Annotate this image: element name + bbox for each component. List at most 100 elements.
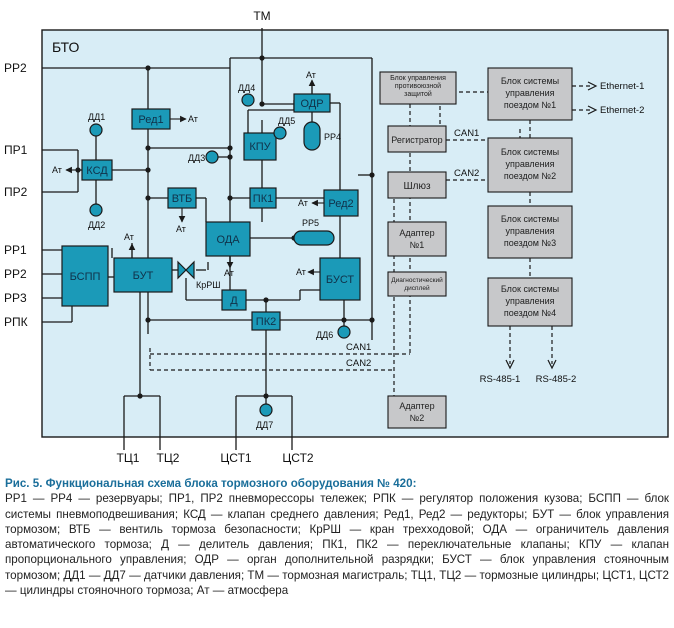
- train-block-4: [487, 277, 573, 327]
- rr2-label: РР2: [4, 267, 27, 281]
- d-block: [221, 289, 247, 311]
- train-block-2-l2: управления: [505, 159, 554, 169]
- pk2-block: [251, 311, 281, 331]
- adapter2-label-1: Адаптер: [399, 401, 434, 411]
- krsh-label: КрРШ: [196, 280, 221, 290]
- caption-title: Рис. 5. Функциональная схема блока тормо…: [5, 477, 417, 490]
- krsh-valve-icon: [177, 260, 195, 280]
- d-label: Д: [230, 295, 238, 307]
- atm-label-ksd: Ат: [52, 165, 62, 175]
- rr4-label: РР4: [324, 132, 341, 142]
- registrator-box: [387, 125, 447, 153]
- bust-label: БУСТ: [326, 274, 355, 286]
- adapter1-box: [387, 221, 447, 257]
- atm-arrows: [65, 79, 324, 276]
- odr-label: ОДР: [300, 98, 323, 110]
- small-labels: ДД1 ДД2 ДД3 ДД4 ДД5 ДД6 ДД7 РР4 РР5 Ат А…: [52, 70, 341, 430]
- diag-display-box: [387, 271, 447, 297]
- vtb-label: ВТБ: [172, 193, 193, 205]
- shlyuz-box: [387, 171, 447, 199]
- adapter2-box: [387, 395, 447, 429]
- train-block-3-l1: Блок системы: [501, 214, 559, 224]
- kpu-block: [243, 132, 277, 161]
- train-block-4-l2: управления: [505, 296, 554, 306]
- bspp-block: [61, 245, 109, 307]
- dd1-sensor: [89, 123, 103, 137]
- dd6-label: ДД6: [316, 330, 333, 340]
- oda-label: ОДА: [216, 234, 240, 246]
- train-block-2-l3: поездом №2: [504, 171, 556, 181]
- rs485-1-label: RS-485-1: [480, 374, 521, 385]
- can1-label-bottom: CAN1: [346, 342, 371, 353]
- dd3-label: ДД3: [188, 153, 205, 163]
- rr5-label: РР5: [302, 218, 319, 228]
- dd5-label: ДД5: [278, 116, 295, 126]
- adapter2-label-2: №2: [410, 413, 425, 423]
- pk2-label: ПК2: [256, 316, 276, 328]
- can2-label-right: CAN2: [454, 168, 479, 179]
- atm-label-vtb: Ат: [176, 224, 186, 234]
- red2-block: [323, 189, 359, 217]
- train-block-4-l3: поездом №4: [504, 308, 556, 318]
- brake-unit-diagram: БТО: [4, 9, 669, 465]
- dd4-sensor: [241, 93, 255, 107]
- bto-label: БТО: [52, 39, 79, 55]
- train-block-2-l1: Блок системы: [501, 147, 559, 157]
- rr2-top-label: РР2: [4, 61, 27, 75]
- kpu-label: КПУ: [249, 141, 271, 153]
- block-labels: КСД БСПП БУТ Ред1 ВТБ ПК1 КПУ ОДР ОДА Д …: [70, 98, 355, 328]
- red1-label: Ред1: [138, 114, 163, 126]
- pk1-label: ПК1: [253, 193, 273, 205]
- dd2-sensor: [89, 203, 103, 217]
- pr2-label: ПР2: [4, 185, 28, 199]
- teal-blocks: [61, 93, 361, 417]
- eth1-label: Ethernet-1: [600, 81, 644, 92]
- atm-label-bust: Ат: [296, 267, 306, 277]
- bus-labels: CAN1 CAN2 CAN1 CAN2 Ethernet-1 Ethernet-…: [346, 81, 644, 385]
- ksd-block: [81, 159, 113, 181]
- train-block-3-l2: управления: [505, 226, 554, 236]
- train-block-3: [487, 205, 573, 259]
- rr4-reservoir: [303, 121, 321, 151]
- can2-label-bottom: CAN2: [346, 358, 371, 369]
- train-block-1-l1: Блок системы: [501, 76, 559, 86]
- bupz-box: [379, 71, 457, 105]
- pk1-block: [249, 187, 277, 209]
- train-control-blocks: Блок системы управления поездом №1 Блок …: [487, 67, 573, 327]
- train-block-4-l1: Блок системы: [501, 284, 559, 294]
- dd7-sensor: [259, 403, 273, 417]
- dd4-label: ДД4: [238, 83, 255, 93]
- adapter1-label-1: Адаптер: [399, 228, 434, 238]
- train-block-1: [487, 67, 573, 121]
- atm-label-oda: Ат: [224, 268, 234, 278]
- bspp-label: БСПП: [70, 271, 101, 283]
- train-block-3-l3: поездом №3: [504, 238, 556, 248]
- atm-label-red1: Ат: [188, 114, 198, 124]
- train-block-1-l2: управления: [505, 88, 554, 98]
- rs485-2-label: RS-485-2: [536, 374, 577, 385]
- cst1-label: ЦСТ1: [220, 451, 251, 465]
- train-block-2: [487, 137, 573, 193]
- can1-label-right: CAN1: [454, 128, 479, 139]
- tc2-label: ТЦ2: [157, 451, 180, 465]
- dd3-sensor: [205, 150, 219, 164]
- registrator-label: Регистратор: [391, 135, 442, 145]
- atm-label-but: Ат: [124, 232, 134, 242]
- eth2-label: Ethernet-2: [600, 105, 644, 116]
- tc1-label: ТЦ1: [117, 451, 140, 465]
- atm-label-odr: Ат: [306, 70, 316, 80]
- atm-label-red2: Ат: [298, 198, 308, 208]
- bust-block: [319, 257, 361, 301]
- dd1-label: ДД1: [88, 112, 105, 122]
- rr5-reservoir: [293, 230, 335, 246]
- pr1-label: ПР1: [4, 143, 28, 157]
- red2-label: Ред2: [328, 198, 353, 210]
- but-block: [113, 257, 173, 293]
- dd2-label: ДД2: [88, 220, 105, 230]
- caption-body: РР1 — РР4 — резервуары; ПР1, ПР2 пневмор…: [5, 492, 669, 598]
- external-labels: ТМ РР2 ПР1 ПР2 РР1 РР2 РР3 РПК ТЦ1 ТЦ2 Ц…: [4, 9, 314, 465]
- adapter1-label-2: №1: [410, 240, 425, 250]
- oda-block: [205, 221, 251, 257]
- rr1-label: РР1: [4, 243, 27, 257]
